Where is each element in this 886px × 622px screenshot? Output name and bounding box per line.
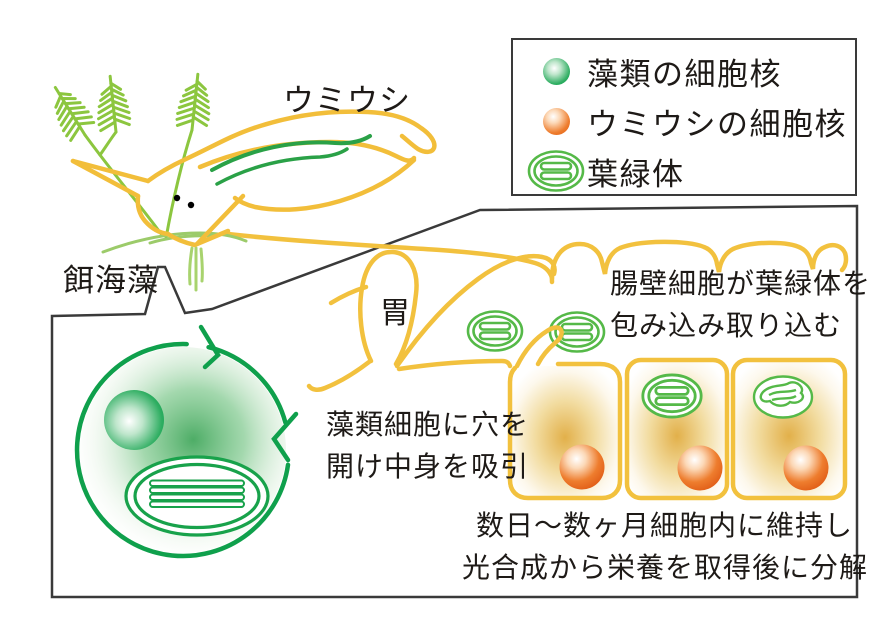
sea-slug-nucleus-cell-1 xyxy=(559,444,605,490)
pierce-annotation-line2: 開け中身を吸引 xyxy=(326,451,530,482)
engulf-annotation-line1: 腸壁細胞が葉緑体を xyxy=(610,268,872,299)
cell-wall-hole-flap-right xyxy=(271,411,299,463)
intestine-lumen-floor xyxy=(396,358,513,372)
algae-chloroplast-large xyxy=(124,455,270,537)
chloroplast-in-lumen-1 xyxy=(466,310,524,352)
gut-cell-1-membrane xyxy=(507,361,623,501)
slug-digestive-gland-lines xyxy=(210,134,372,186)
cell-wall-hole-flap-top xyxy=(198,324,221,370)
sea-slug-scene xyxy=(40,71,437,292)
food-algae-label: 餌海藻 xyxy=(63,263,159,298)
chloroplast-retained-cell-2 xyxy=(641,373,703,419)
slug-snout-upper xyxy=(194,193,246,247)
sea-slug-body xyxy=(70,109,437,248)
sea-slug-nucleus-icon xyxy=(525,107,587,135)
slug-head-chin xyxy=(135,193,171,237)
sea-slug-nucleus-cell-3 xyxy=(783,445,829,491)
legend-label-sea-slug-nucleus: ウミウシの細胞核 xyxy=(587,106,847,142)
algae-cell-wall xyxy=(74,324,299,559)
algae-frond-2 xyxy=(92,73,133,136)
legend-row-algae-nucleus: 藻類の細胞核 xyxy=(513,46,855,96)
stomach-label: 胃 xyxy=(380,297,410,330)
intestinal-wall-scalloped xyxy=(549,239,849,285)
chloroplast-in-lumen-2 xyxy=(548,311,606,353)
algae-nucleus-icon xyxy=(525,57,587,85)
gut-cell-1-engulfing-flap xyxy=(514,325,564,369)
slug-back-outline xyxy=(145,109,437,184)
chloroplast-degrading-cell-3 xyxy=(752,375,814,419)
legend-row-sea-slug-nucleus: ウミウシの細胞核 xyxy=(513,96,855,146)
zoom-panel-outline xyxy=(50,204,859,599)
chloroplast-icon xyxy=(525,149,587,193)
legend-row-chloroplast: 葉緑体 xyxy=(513,146,855,196)
slug-parapodia-fold xyxy=(197,139,417,170)
algae-stalks xyxy=(83,128,194,240)
slug-eye-left xyxy=(173,194,181,202)
engulf-annotation-line2: 包み込み取り込む xyxy=(610,310,843,341)
suction-strands xyxy=(188,246,204,292)
slug-eye-right xyxy=(187,201,195,209)
retain-annotation-line2: 光合成から栄養を取得後に分解 xyxy=(462,552,869,583)
algae-frond-3 xyxy=(174,71,215,134)
esophagus-lower xyxy=(306,359,372,392)
slug-tentacle-upper-edge xyxy=(70,158,151,184)
sea-slug-label: ウミウシ xyxy=(283,83,411,118)
legend-label-algae-nucleus: 藻類の細胞核 xyxy=(587,56,782,92)
intestine-ascending xyxy=(394,253,557,369)
pierce-annotation-line1: 藻類細胞に穴を xyxy=(326,409,530,440)
gut-connection-line xyxy=(225,231,555,281)
slug-mouth xyxy=(165,231,198,248)
algae-cell xyxy=(74,324,299,559)
slug-snout-lower xyxy=(194,228,231,247)
stomach-outline xyxy=(358,249,419,367)
retain-annotation-line1: 数日〜数ヶ月細胞内に維持し xyxy=(476,510,854,541)
slug-parapodia-edge xyxy=(232,157,417,212)
legend-box: 藻類の細胞核 ウミウシの細胞核 葉緑体 xyxy=(511,38,857,196)
digestive-tract xyxy=(225,231,849,392)
legend-label-chloroplast: 葉緑体 xyxy=(587,156,685,192)
algae-nucleus xyxy=(104,390,164,450)
gut-cells xyxy=(507,325,848,501)
algae-frond-1 xyxy=(40,78,100,145)
slug-tentacle-lower-edge xyxy=(70,158,141,199)
sea-slug-nucleus-cell-2 xyxy=(677,445,723,491)
